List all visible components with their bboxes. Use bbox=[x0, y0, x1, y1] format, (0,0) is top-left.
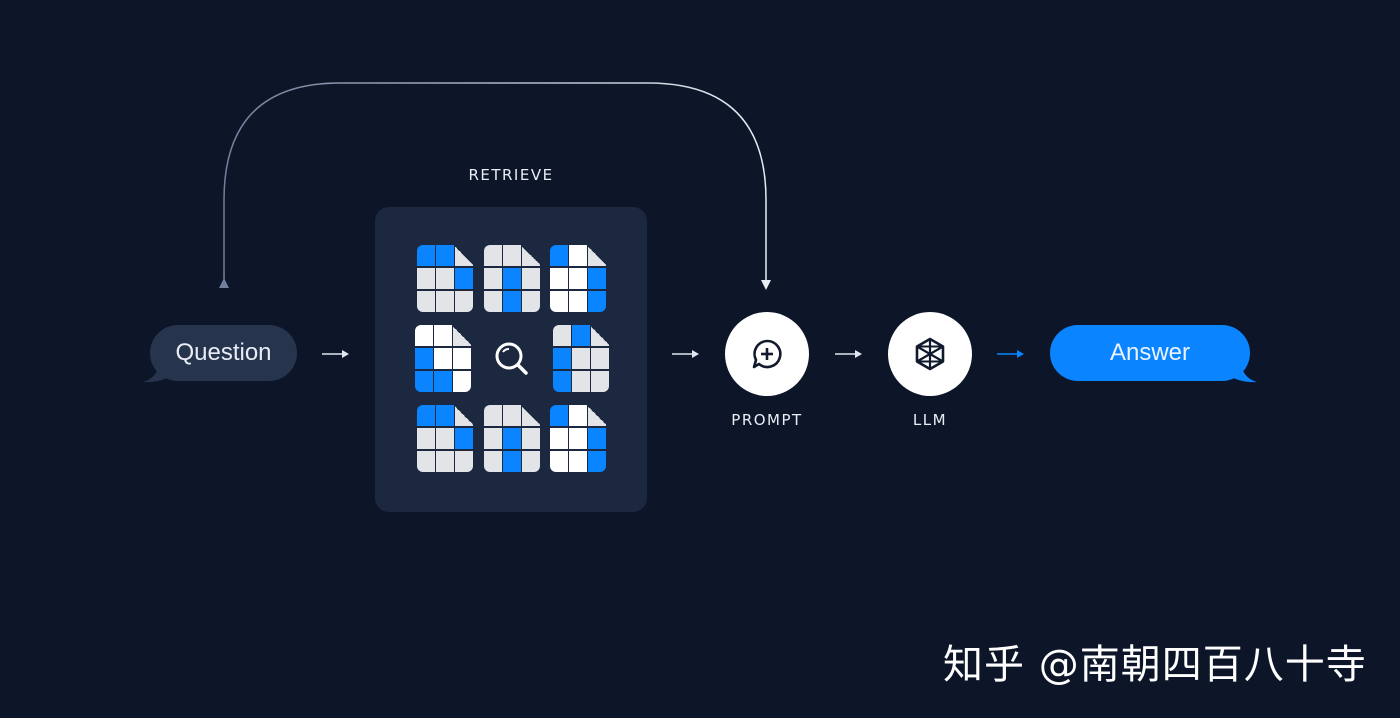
document-icon bbox=[550, 405, 606, 473]
document-icon bbox=[417, 245, 473, 313]
question-label: Question bbox=[175, 339, 272, 366]
llm-node bbox=[888, 312, 972, 396]
arrow-icon bbox=[672, 350, 699, 358]
document-icon bbox=[550, 245, 606, 313]
chat-plus-icon bbox=[752, 339, 782, 369]
retrieve-panel bbox=[375, 207, 647, 512]
answer-label: Answer bbox=[1109, 339, 1191, 366]
arrow-icon bbox=[322, 350, 349, 358]
watermark: 知乎 @南朝四百八十寺 bbox=[943, 642, 1367, 688]
document-icon bbox=[417, 405, 473, 473]
arrow-icon bbox=[997, 350, 1024, 358]
question-bubble: Question bbox=[150, 325, 297, 381]
document-icon bbox=[553, 325, 609, 393]
llm-label: LLM bbox=[912, 411, 948, 429]
answer-bubble: Answer bbox=[1050, 325, 1250, 381]
hexagon-cube-icon bbox=[915, 337, 945, 371]
document-icon bbox=[484, 245, 540, 313]
document-icon bbox=[484, 405, 540, 473]
retrieve-label: RETRIEVE bbox=[468, 166, 554, 184]
search-icon bbox=[495, 342, 528, 375]
prompt-node bbox=[725, 312, 809, 396]
prompt-label: PROMPT bbox=[731, 411, 803, 429]
arrow-icon bbox=[835, 350, 862, 358]
document-icon bbox=[415, 325, 471, 393]
